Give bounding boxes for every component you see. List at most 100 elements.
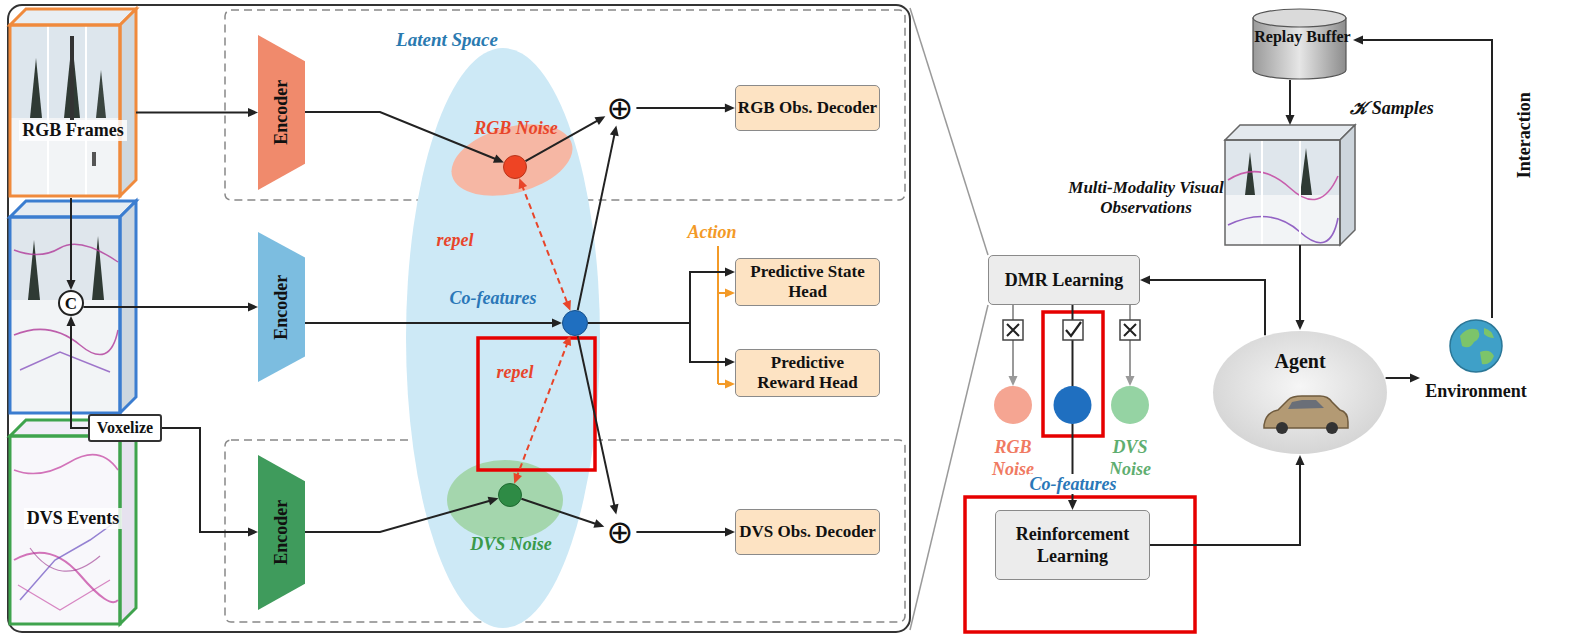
- arrow-head: [248, 108, 258, 117]
- connector-line: [70, 198, 72, 283]
- checkbox: [1003, 320, 1023, 340]
- node-text: C: [65, 295, 77, 312]
- process-box: DMR Learning: [988, 255, 1140, 305]
- arrow-head: [725, 528, 735, 537]
- arrow-head: [610, 504, 619, 515]
- arrow-head: [725, 104, 735, 113]
- arrow-head: [1296, 455, 1305, 465]
- encoder-trapezoid: Encoder: [258, 232, 305, 382]
- image-stack: Multi-Modality Visual Observations: [1225, 125, 1355, 245]
- node-text: Predictive Reward Head: [748, 353, 868, 392]
- connector-line: [83, 306, 251, 308]
- node-text: Reinforcement Learning: [1002, 523, 1143, 568]
- connector-line: [71, 323, 88, 428]
- feature-circle: Co-features: [562, 310, 588, 336]
- environment-icon: Environment: [1420, 318, 1532, 404]
- connector-line: [636, 107, 727, 109]
- arrow-head: [67, 280, 76, 290]
- connector-line: [588, 272, 728, 323]
- highlight-box: [478, 338, 595, 470]
- arrow-head: [563, 335, 571, 346]
- region-label: Action: [687, 222, 736, 243]
- connector: [305, 319, 562, 328]
- connector-line: [1150, 462, 1300, 545]
- connector-line: [521, 499, 597, 525]
- arrow-head: [67, 316, 76, 326]
- connector: [162, 428, 258, 537]
- process-box: Voxelize: [88, 414, 162, 442]
- connector-line: [1147, 280, 1265, 335]
- connector: [67, 198, 76, 290]
- node-text: ⊕: [607, 92, 634, 124]
- node-text: DMR Learning: [1005, 270, 1124, 291]
- database-cylinder: Replay Buffer: [1252, 8, 1353, 80]
- connector-line: [578, 336, 615, 508]
- node-text: RGB Obs. Decoder: [738, 98, 877, 118]
- connector: [1150, 455, 1305, 545]
- event-stack: [10, 420, 136, 624]
- shape-outline: [1212, 330, 1388, 455]
- zoom-line: [910, 305, 988, 630]
- connector-line: [1289, 80, 1291, 118]
- globe-icon: [1448, 318, 1504, 374]
- connector-line: [636, 531, 728, 533]
- arrow-head: [725, 268, 735, 277]
- connector-line: [305, 322, 555, 324]
- cross-mark: [1124, 324, 1136, 336]
- head-box: Predictive Reward Head: [735, 349, 880, 397]
- connector: [83, 303, 258, 312]
- node-heading: Multi-Modality Visual Observations: [1066, 178, 1226, 219]
- noise-circle: RGB Noise: [503, 155, 527, 179]
- connector: [305, 112, 504, 163]
- connector: [636, 104, 734, 113]
- agent-ellipse: Agent: [1212, 330, 1388, 455]
- node-text: Voxelize: [97, 419, 153, 437]
- connector: [1140, 276, 1265, 336]
- concat-circle: C: [58, 290, 84, 316]
- connector: [67, 316, 89, 428]
- arrow-head: [552, 319, 562, 328]
- image-stack: DVS Events: [10, 420, 136, 626]
- connector-line: [162, 428, 251, 532]
- connector: [1286, 80, 1295, 125]
- arrow-head: [725, 380, 735, 389]
- arrow-head: [248, 303, 258, 312]
- node-text: RGB Frames: [19, 120, 126, 141]
- arrow-head: [1353, 36, 1363, 45]
- panel-frame: [8, 5, 910, 632]
- arrow-head: [610, 126, 619, 137]
- connector-line: [1360, 40, 1492, 318]
- arrow-head: [519, 178, 527, 189]
- checkbox: [1120, 320, 1140, 340]
- feature-dot: [1054, 386, 1092, 424]
- arrow-head: [563, 300, 571, 311]
- connector-line: [1299, 245, 1301, 323]
- decoder-box: RGB Obs. Decoder: [735, 85, 880, 131]
- arrow-head: [593, 519, 604, 528]
- arrow-head: [725, 358, 735, 367]
- connector-line: [305, 500, 492, 532]
- arrow-head: [594, 116, 605, 125]
- arrow-head: [1068, 500, 1077, 510]
- arrow-head: [488, 497, 499, 506]
- encoder-trapezoid: Encoder: [258, 455, 305, 610]
- noise-circle: RGB Noise: [994, 386, 1032, 424]
- arrow-head: [1286, 115, 1295, 125]
- process-box: Reinforcement Learning: [995, 510, 1150, 580]
- decoder-box: DVS Obs. Decoder: [735, 509, 880, 555]
- highlight-box: [965, 497, 1195, 632]
- connector: [1126, 305, 1135, 386]
- noise-blob: [447, 460, 563, 540]
- node-text: Predictive State Head: [748, 262, 868, 301]
- connector: [1296, 245, 1305, 330]
- rgb-frame-stack: [10, 9, 136, 196]
- arrow-head: [1140, 276, 1150, 285]
- connector-line: [578, 132, 615, 310]
- connector: [1353, 36, 1492, 319]
- noise-circle: DVS Noise: [1111, 386, 1149, 424]
- node-text: DVS Events: [24, 508, 123, 529]
- cross-mark: [1007, 324, 1019, 336]
- connector: [514, 335, 572, 484]
- connector-line: [1012, 305, 1014, 379]
